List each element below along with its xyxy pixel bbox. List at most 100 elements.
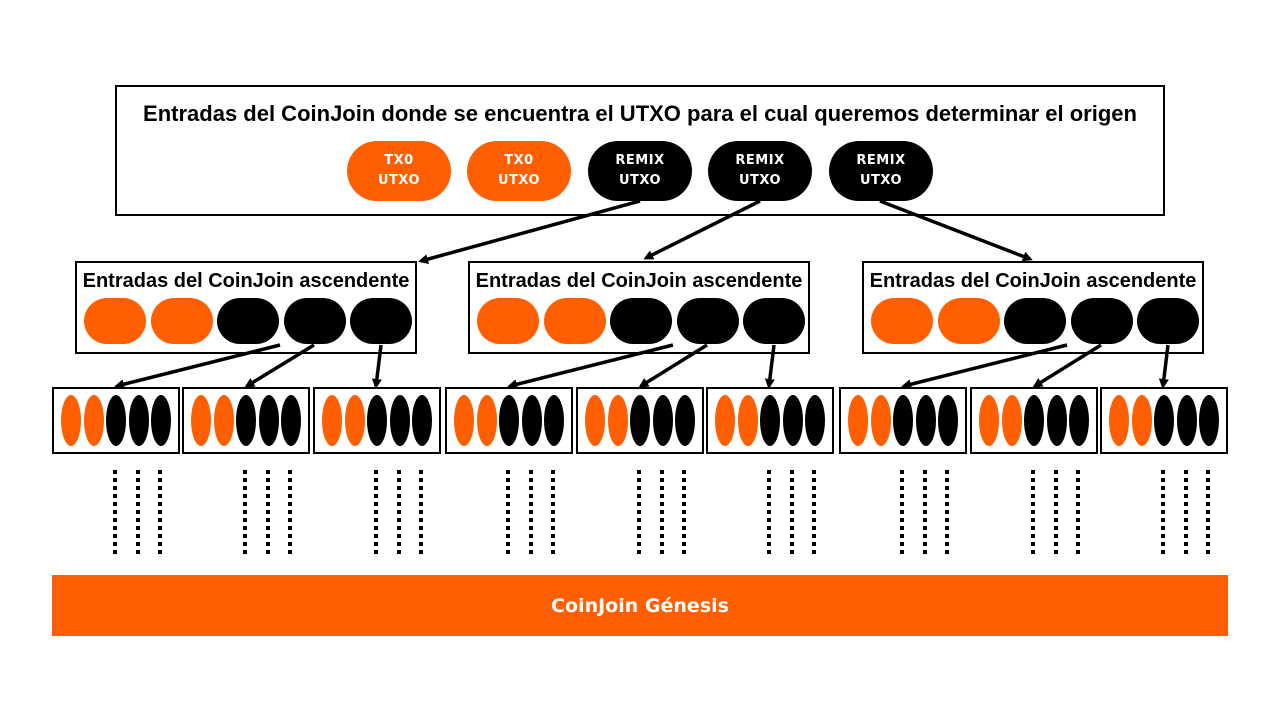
grand-ancestor-input-oval — [938, 395, 958, 446]
ancestry-arrow — [114, 343, 281, 390]
grand-ancestor-input-oval — [1109, 395, 1129, 446]
ancestor-input-oval — [350, 298, 412, 344]
grand-ancestor-input-oval — [848, 395, 868, 446]
ancestor-input-oval — [1070, 298, 1133, 344]
pill-line1: REMIX — [735, 153, 785, 168]
ancestry-arrow — [1032, 343, 1102, 388]
grand-ancestor-input-oval — [191, 395, 211, 446]
grand-ancestor-input-oval — [499, 395, 519, 446]
grand-ancestor-input-oval — [979, 395, 999, 446]
grand-ancestor-input-oval — [737, 395, 758, 446]
grand-ancestor-input-oval — [454, 395, 474, 446]
grand-ancestor-input-oval — [1069, 395, 1089, 446]
pill-line2: UTXO — [497, 173, 541, 188]
ancestor-input-oval — [937, 298, 1000, 344]
grand-ancestor-input-oval — [1046, 395, 1067, 446]
ancestor-input-oval — [217, 298, 279, 344]
grand-ancestor-input-oval — [870, 395, 891, 446]
ancestry-arrow — [901, 343, 1068, 390]
pill-line2: UTXO — [377, 173, 421, 188]
grand-ancestor-input-oval — [1001, 395, 1022, 446]
grand-ancestor-input-oval — [760, 395, 780, 446]
grand-ancestor-input-oval — [322, 395, 342, 446]
utxo-pill-tx0-2: TX0 UTXO — [467, 141, 571, 201]
ancestor-input-oval — [84, 298, 146, 344]
grand-ancestor-input-oval — [521, 395, 542, 446]
ancestor-input-oval — [676, 298, 739, 344]
ancestor-input-oval — [543, 298, 606, 344]
grand-ancestor-input-oval — [476, 395, 497, 446]
ancestor-coinjoin-box-3: Entradas del CoinJoin ascendente — [862, 261, 1204, 354]
genesis-coinjoin-bar: CoinJoin Génesis — [52, 575, 1228, 636]
grand-ancestor-input-oval — [213, 395, 234, 446]
grand-ancestor-input-oval — [715, 395, 735, 446]
utxo-pill-remix-2: REMIX UTXO — [708, 141, 812, 201]
grand-ancestor-input-oval — [389, 395, 410, 446]
ancestry-arrow — [418, 199, 641, 264]
ancestry-arrow — [638, 343, 708, 388]
grand-ancestor-box — [313, 387, 441, 454]
ancestry-arrow — [371, 344, 383, 389]
grand-ancestor-input-oval — [915, 395, 936, 446]
grand-ancestor-input-oval — [367, 395, 387, 446]
utxo-pill-tx0-1: TX0 UTXO — [347, 141, 451, 201]
pill-line1: REMIX — [856, 153, 906, 168]
grand-ancestor-input-oval — [544, 395, 564, 446]
ancestry-arrow — [643, 199, 761, 260]
ancestor-coinjoin-title: Entradas del CoinJoin ascendente — [475, 270, 803, 292]
pill-line1: TX0 — [504, 153, 534, 168]
grand-ancestor-input-oval — [1176, 395, 1197, 446]
grand-ancestor-input-oval — [675, 395, 695, 446]
ancestor-input-oval — [283, 298, 346, 344]
grand-ancestor-input-oval — [1024, 395, 1044, 446]
grand-ancestor-input-oval — [607, 395, 628, 446]
current-coinjoin-box — [115, 85, 1165, 216]
ancestor-coinjoin-title: Entradas del CoinJoin ascendente — [82, 270, 410, 292]
pill-line2: UTXO — [738, 173, 782, 188]
grand-ancestor-input-oval — [106, 395, 126, 446]
grand-ancestor-box — [970, 387, 1098, 454]
grand-ancestor-input-oval — [630, 395, 650, 446]
ancestor-input-oval — [150, 298, 213, 344]
ancestor-input-oval — [1004, 298, 1066, 344]
ancestor-input-oval — [743, 298, 805, 344]
ancestor-input-oval — [871, 298, 933, 344]
grand-ancestor-input-oval — [281, 395, 301, 446]
grand-ancestor-box — [576, 387, 704, 454]
grand-ancestor-input-oval — [151, 395, 171, 446]
ancestry-arrow — [1158, 344, 1170, 389]
utxo-pill-remix-1: REMIX UTXO — [588, 141, 692, 201]
grand-ancestor-input-oval — [128, 395, 149, 446]
grand-ancestor-input-oval — [344, 395, 365, 446]
pill-line2: UTXO — [859, 173, 903, 188]
grand-ancestor-box — [182, 387, 310, 454]
grand-ancestor-input-oval — [782, 395, 803, 446]
ancestry-arrow — [507, 343, 674, 390]
utxo-pill-remix-3: REMIX UTXO — [829, 141, 933, 201]
ancestor-input-oval — [1137, 298, 1199, 344]
ancestor-input-oval — [610, 298, 672, 344]
grand-ancestor-input-oval — [893, 395, 913, 446]
ancestry-arrow — [764, 344, 776, 389]
current-coinjoin-title: Entradas del CoinJoin donde se encuentra… — [143, 101, 1137, 126]
ancestor-coinjoin-box-1: Entradas del CoinJoin ascendente — [75, 261, 417, 354]
grand-ancestor-input-oval — [83, 395, 104, 446]
ancestor-input-oval — [477, 298, 539, 344]
grand-ancestor-box — [52, 387, 180, 454]
ancestor-coinjoin-box-2: Entradas del CoinJoin ascendente — [468, 261, 810, 354]
grand-ancestor-input-oval — [1199, 395, 1219, 446]
grand-ancestor-input-oval — [1154, 395, 1174, 446]
pill-line1: REMIX — [615, 153, 665, 168]
ancestry-arrow — [879, 199, 1033, 262]
pill-line1: TX0 — [384, 153, 414, 168]
grand-ancestor-box — [445, 387, 573, 454]
grand-ancestor-input-oval — [1131, 395, 1152, 446]
ancestor-coinjoin-title: Entradas del CoinJoin ascendente — [869, 270, 1197, 292]
grand-ancestor-input-oval — [61, 395, 81, 446]
grand-ancestor-input-oval — [258, 395, 279, 446]
grand-ancestor-input-oval — [412, 395, 432, 446]
grand-ancestor-input-oval — [585, 395, 605, 446]
ancestry-arrow — [244, 343, 315, 388]
pill-line2: UTXO — [618, 173, 662, 188]
